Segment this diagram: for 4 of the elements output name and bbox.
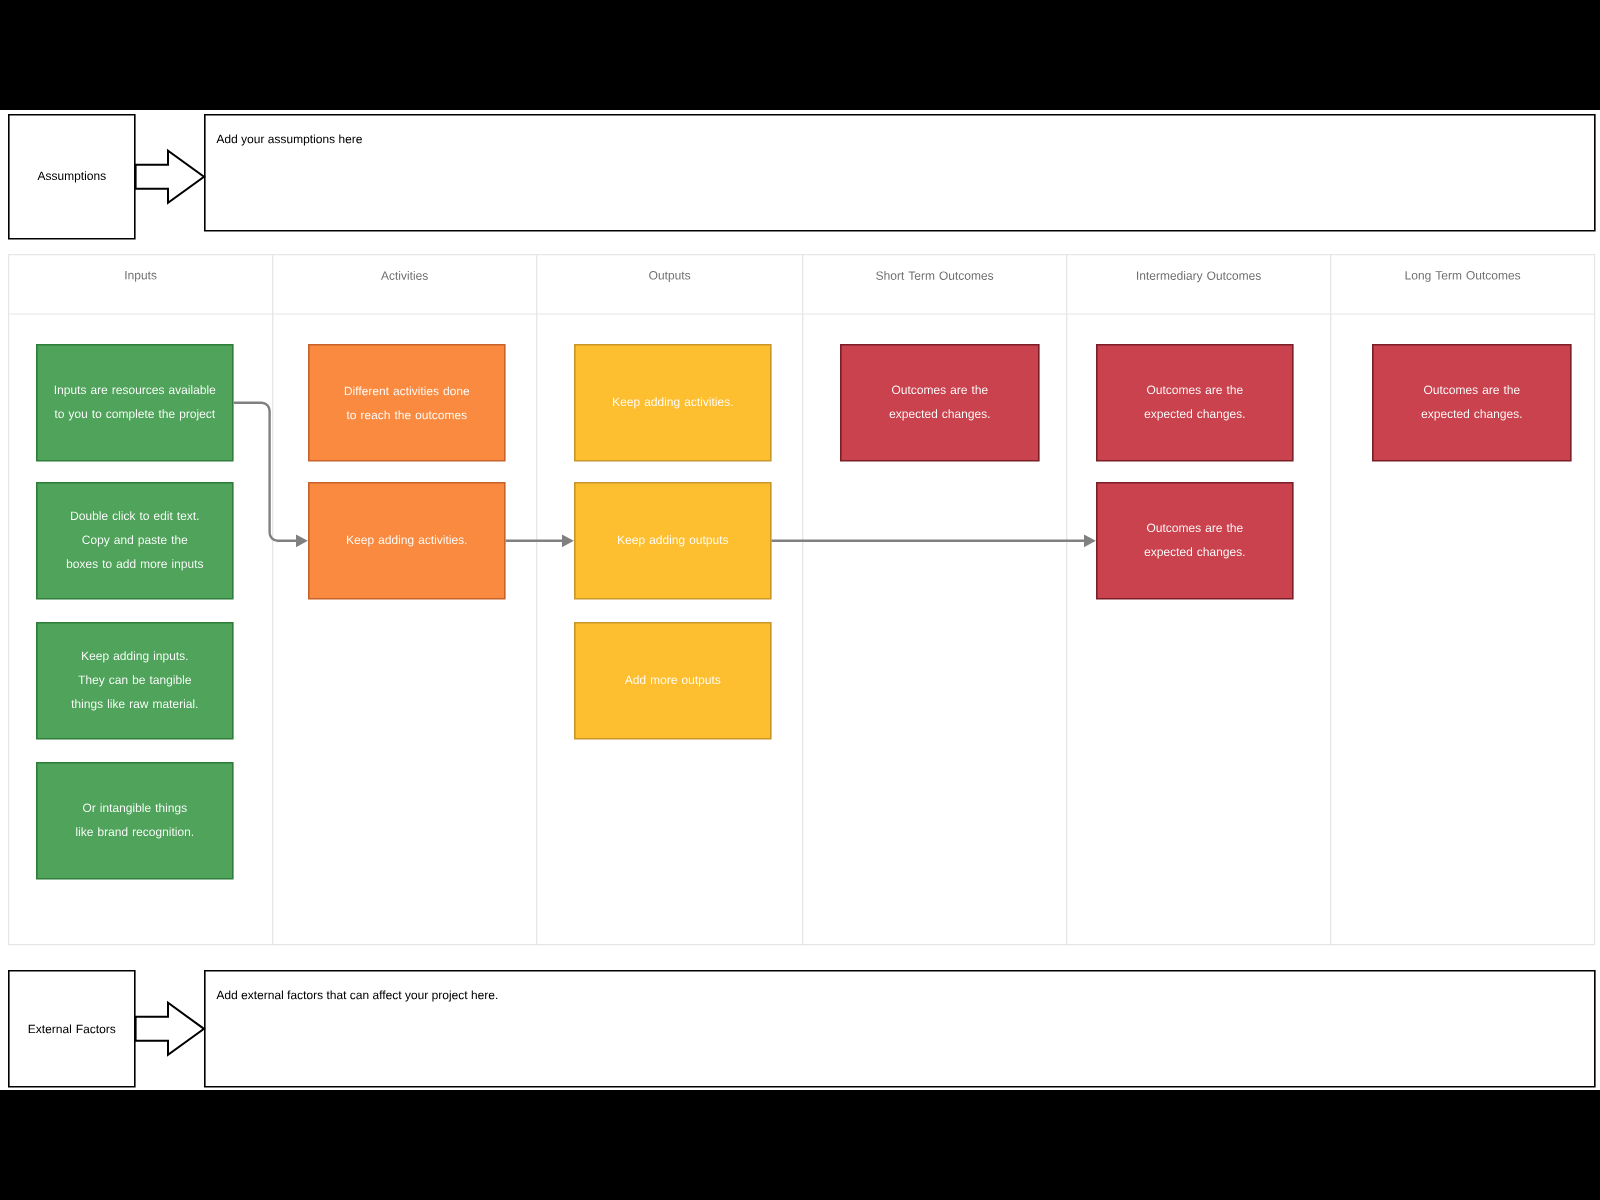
block-arrow — [134, 1000, 206, 1057]
text-box — [204, 114, 1596, 232]
text-box — [204, 970, 1596, 1088]
block-arrow — [134, 148, 206, 205]
